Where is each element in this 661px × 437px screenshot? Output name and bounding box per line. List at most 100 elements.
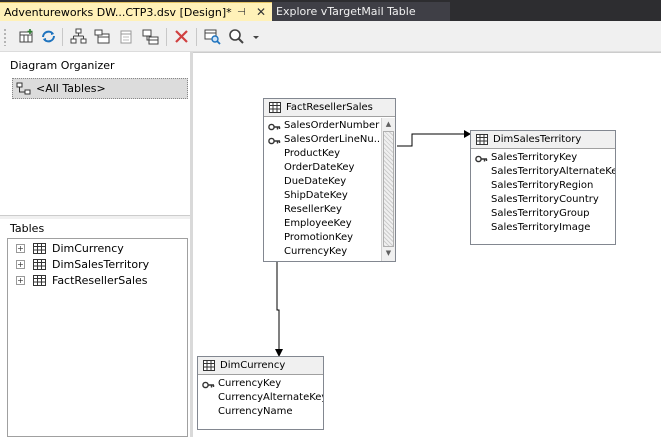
column-name: SalesTerritoryKey (491, 152, 578, 163)
column-row[interactable]: SalesOrderNumber (264, 120, 382, 134)
show-related-tables-icon[interactable] (94, 28, 111, 45)
table-scrollbar[interactable]: ▲ ▼ (381, 118, 395, 261)
document-tab-strip: Adventureworks DW...CTP3.dsv [Design]* ⊣… (0, 0, 661, 21)
column-name: SalesOrderLineNu... (284, 134, 382, 145)
add-table-icon[interactable] (18, 28, 35, 45)
diagram-organizer-title: Diagram Organizer (10, 59, 115, 72)
table-header[interactable]: DimCurrency (198, 357, 323, 375)
column-name: SalesTerritoryCountry (491, 194, 599, 205)
toolbar-separator (62, 28, 63, 46)
column-name: ResellerKey (284, 204, 342, 215)
column-row[interactable]: ShipDateKey (264, 190, 382, 204)
table-title: DimCurrency (220, 360, 286, 371)
column-name: SalesTerritoryAlternateKey (491, 166, 615, 177)
column-name: ShipDateKey (284, 190, 348, 201)
table-icon (33, 259, 46, 273)
column-row[interactable]: SalesTerritoryRegion (471, 180, 615, 194)
column-row[interactable]: CurrencyKey (264, 246, 382, 260)
find-table-icon[interactable] (204, 28, 221, 45)
table-header[interactable]: DimSalesTerritory (471, 131, 615, 149)
table-icon (33, 243, 46, 257)
column-name: CurrencyKey (284, 246, 348, 257)
tables-tree: + DimCurrency + DimSalesTerritory + Fact… (7, 238, 188, 437)
tree-item-label: FactResellerSales (52, 274, 148, 287)
all-tables-label: <All Tables> (36, 82, 106, 95)
diagram-icon (16, 82, 31, 98)
tab-dsv-design[interactable]: Adventureworks DW...CTP3.dsv [Design]* ⊣… (0, 2, 272, 21)
column-name: SalesTerritoryGroup (491, 208, 590, 219)
tab-explore-vtargetmail[interactable]: Explore vTargetMail Table (272, 2, 450, 21)
primary-key-icon (475, 155, 488, 166)
column-name: CurrencyKey (218, 378, 282, 389)
delete-icon[interactable] (173, 28, 190, 45)
column-row[interactable]: DueDateKey (264, 176, 382, 190)
relationship-fact-currency (276, 262, 280, 356)
arrange-tables-icon[interactable] (70, 28, 87, 45)
column-row[interactable]: CurrencyKey (198, 378, 323, 392)
tree-item-label: DimSalesTerritory (52, 258, 150, 271)
pin-icon[interactable]: ⊣ (237, 7, 246, 18)
table-title: DimSalesTerritory (493, 134, 582, 145)
tab-dsv-design-label: Adventureworks DW...CTP3.dsv [Design]* (4, 6, 232, 19)
scroll-thumb[interactable] (383, 131, 394, 247)
primary-key-icon (202, 381, 215, 392)
refresh-icon[interactable] (40, 28, 57, 45)
column-name: OrderDateKey (284, 162, 355, 173)
column-name: CurrencyAlternateKey (218, 392, 323, 403)
all-tables-diagram-item[interactable]: <All Tables> (12, 78, 188, 99)
column-name: SalesTerritoryImage (491, 222, 591, 233)
expand-icon[interactable]: + (16, 244, 25, 253)
column-name: SalesOrderNumber (284, 120, 380, 131)
column-row[interactable]: SalesOrderLineNu... (264, 134, 382, 148)
tree-item-factresellersales[interactable]: + FactResellerSales (16, 274, 186, 288)
column-row[interactable]: EmployeeKey (264, 218, 382, 232)
table-icon (476, 134, 488, 148)
relationship-fact-territory (397, 133, 470, 147)
primary-key-icon (268, 123, 281, 134)
panel-splitter[interactable] (0, 215, 191, 219)
column-name: PromotionKey (284, 232, 354, 243)
column-row[interactable]: PromotionKey (264, 232, 382, 246)
close-icon[interactable]: ✕ (256, 5, 267, 19)
column-name: SalesTerritoryRegion (491, 180, 594, 191)
table-icon (33, 275, 46, 289)
column-row[interactable]: OrderDateKey (264, 162, 382, 176)
tree-item-label: DimCurrency (52, 242, 124, 255)
column-name: DueDateKey (284, 176, 347, 187)
toolbar-separator (196, 28, 197, 46)
column-row[interactable]: ResellerKey (264, 204, 382, 218)
primary-key-icon (268, 137, 281, 148)
show-table-icon[interactable] (118, 28, 135, 45)
tree-item-dimsalesterritory[interactable]: + DimSalesTerritory (16, 258, 186, 272)
column-name: ProductKey (284, 148, 341, 159)
relationship-arrowhead (464, 130, 471, 138)
expand-icon[interactable]: + (16, 276, 25, 285)
column-name: CurrencyName (218, 406, 293, 417)
dropdown-arrow-icon[interactable] (248, 28, 265, 45)
column-row[interactable]: CurrencyAlternateKey (198, 392, 323, 406)
scroll-up-icon[interactable]: ▲ (385, 120, 392, 128)
column-row[interactable]: ProductKey (264, 148, 382, 162)
column-row[interactable]: SalesTerritoryCountry (471, 194, 615, 208)
table-header[interactable]: FactResellerSales (264, 99, 395, 117)
expand-icon[interactable]: + (16, 260, 25, 269)
toolbar-separator (166, 28, 167, 46)
tree-item-dimcurrency[interactable]: + DimCurrency (16, 242, 186, 256)
new-named-query-icon[interactable] (142, 28, 159, 45)
table-title: FactResellerSales (286, 102, 373, 113)
scroll-down-icon[interactable]: ▼ (385, 249, 392, 257)
column-row[interactable]: CurrencyName (198, 406, 323, 420)
tab-explore-label: Explore vTargetMail Table (276, 5, 416, 18)
column-name: EmployeeKey (284, 218, 352, 229)
column-row[interactable]: SalesTerritoryAlternateKey (471, 166, 615, 180)
column-row[interactable]: SalesTerritoryGroup (471, 208, 615, 222)
toolbar-grip[interactable] (3, 28, 7, 46)
table-icon (203, 360, 215, 374)
zoom-icon[interactable] (228, 28, 245, 45)
column-row[interactable]: SalesTerritoryImage (471, 222, 615, 236)
vertical-splitter[interactable] (190, 52, 193, 437)
column-row[interactable]: SalesTerritoryKey (471, 152, 615, 166)
